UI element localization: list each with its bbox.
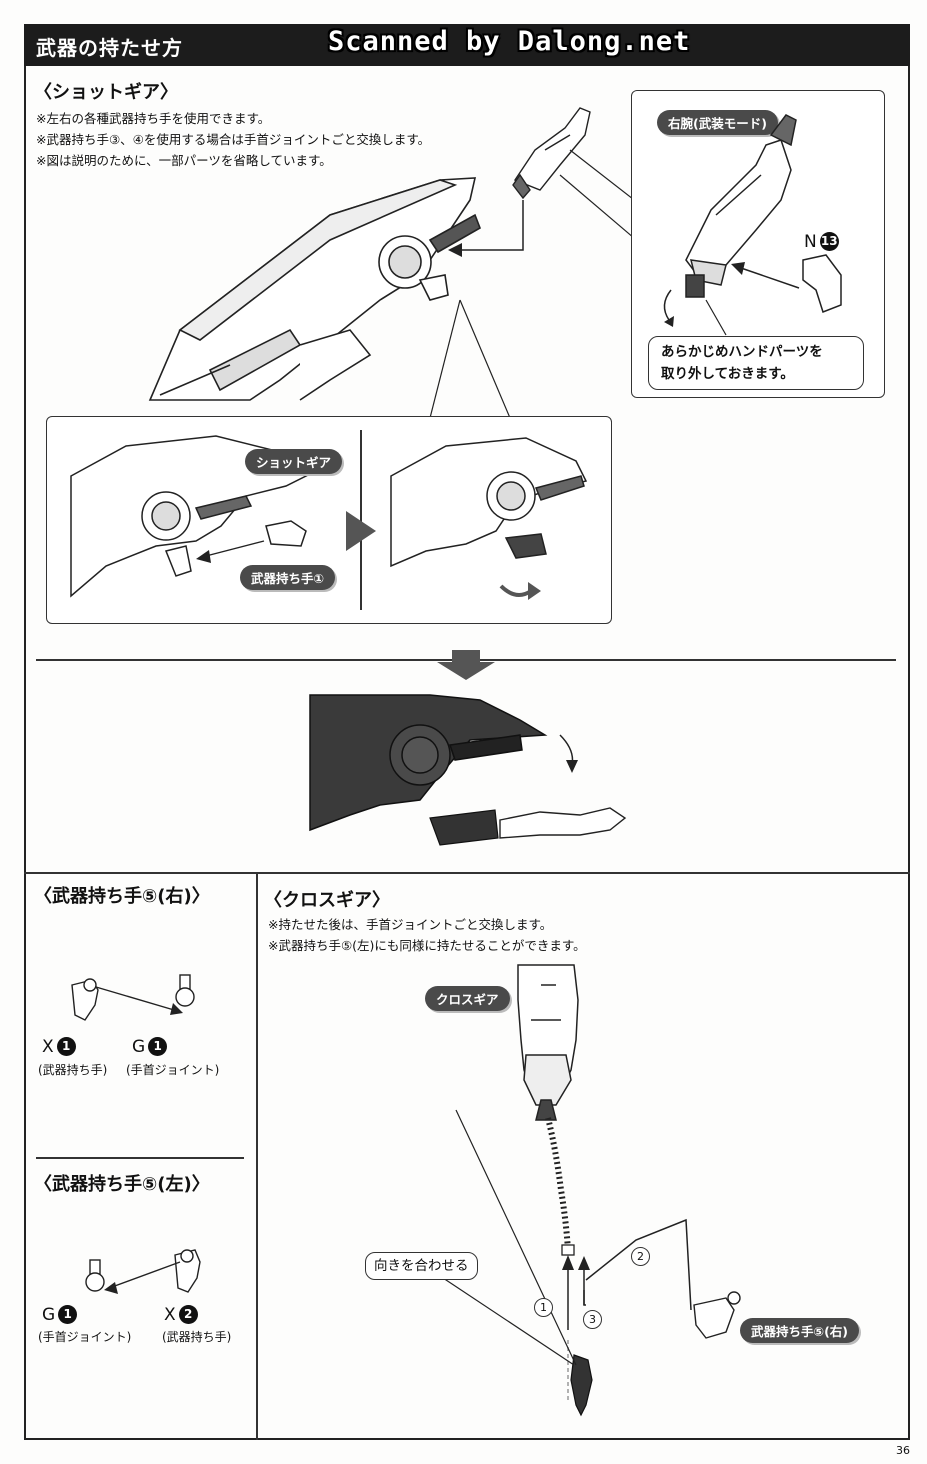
weapon-hand-5-left-diagram (85, 1249, 201, 1294)
shot-gear-label: ショットギア (245, 449, 343, 474)
remove-hand-line-2: 取り外しておきます。 (661, 366, 794, 382)
part-g-left-letter: G (42, 1305, 56, 1325)
part-x-number: 1 (56, 1037, 76, 1056)
cross-gear-title: 〈クロスギア〉 (264, 890, 390, 911)
attach-step-diagram (70, 435, 588, 600)
weapon-hand-5-left-title: 〈武器持ち手⑤(左)〉 (34, 1174, 210, 1195)
shot-gear-diagram (148, 107, 661, 419)
part-g-letter: G (132, 1037, 146, 1057)
part-n-number: 13 (819, 232, 839, 251)
cross-gear-note-1: ※持たせた後は、手首ジョイントごと交換します。 (268, 917, 553, 932)
part-n-letter: N (804, 232, 817, 252)
shot-gear-note-1: ※左右の各種武器持ち手を使用できます。 (36, 111, 271, 126)
shot-gear-notes: ※左右の各種武器持ち手を使用できます。 ※武器持ち手③、④を使用する場合は手首ジ… (36, 108, 430, 171)
remove-hand-callout: あらかじめハンドパーツを 取り外しておきます。 (648, 336, 864, 390)
bottom-divider (24, 872, 910, 874)
header-bar (24, 24, 910, 66)
weapon-hand-1-label: 武器持ち手① (240, 565, 336, 590)
cross-gear-note-2: ※武器持ち手⑤(左)にも同様に持たせることができます。 (268, 938, 586, 953)
cross-gear-label: クロスギア (425, 986, 510, 1011)
right-arm-label: 右腕(武装モード) (657, 110, 778, 135)
bottom-vertical-divider (256, 872, 258, 1440)
left-column-divider (36, 1157, 244, 1159)
zoom-line-4 (459, 299, 511, 419)
part-x-desc: (武器持ち手) (38, 1063, 108, 1077)
part-g-left-desc: (手首ジョイント) (38, 1330, 132, 1344)
align-orientation-callout: 向きを合わせる (365, 1252, 478, 1280)
step-3-marker: 3 (583, 1310, 602, 1329)
step-2-marker: 2 (631, 1247, 650, 1266)
part-x2-desc: (武器持ち手) (162, 1330, 232, 1344)
step-1-marker: 1 (534, 1298, 553, 1317)
weapon-hand-5-right-title: 〈武器持ち手⑤(右)〉 (34, 886, 210, 907)
arrow-head (448, 243, 462, 257)
shot-gear-body (148, 177, 481, 401)
step-divider (360, 430, 362, 610)
shot-gear-note-2: ※武器持ち手③、④を使用する場合は手首ジョイントごと交換します。 (36, 132, 431, 147)
part-g-desc: (手首ジョイント) (126, 1063, 220, 1077)
page-number: 36 (896, 1444, 910, 1457)
assembled-result-diagram (309, 650, 627, 846)
part-x2-number: 2 (178, 1305, 198, 1324)
part-g-left-number: 1 (58, 1305, 78, 1324)
part-x2-letter: X (164, 1305, 176, 1325)
cross-gear-notes: ※持たせた後は、手首ジョイントごと交換します。 ※武器持ち手⑤(左)にも同様に持… (268, 914, 586, 956)
cross-gear-diagram (430, 964, 741, 1417)
right-arm-diagram (663, 114, 842, 336)
part-g-number: 1 (148, 1037, 168, 1056)
part-x-letter: X (42, 1037, 54, 1057)
weapon-hand-5-right-diagram (71, 974, 195, 1021)
remove-hand-line-1: あらかじめハンドパーツを (661, 344, 823, 360)
shot-gear-note-3: ※図は説明のために、一部パーツを省略しています。 (36, 153, 332, 168)
pointer-arrow-arm (460, 200, 524, 251)
watermark: Scanned by Dalong.net (328, 26, 691, 57)
weapon-hand-5-right-label: 武器持ち手⑤(右) (740, 1318, 860, 1343)
arm-small-diagram (512, 107, 591, 200)
zoom-line-3 (429, 299, 461, 419)
page-title: 武器の持たせ方 (36, 36, 183, 60)
shot-gear-title: 〈ショットギア〉 (34, 82, 178, 103)
